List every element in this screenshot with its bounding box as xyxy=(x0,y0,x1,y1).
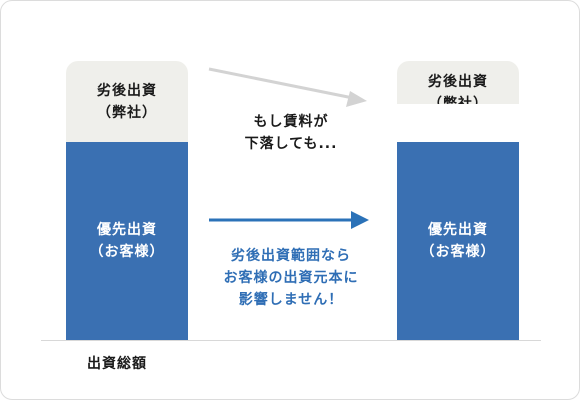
principal-protection-note: 劣後出資範囲なら お客様の出資元本に 影響しません！ xyxy=(191,245,391,311)
principal-protection-note-line1: 劣後出資範囲なら xyxy=(231,248,351,264)
left-senior-label: 優先出資 （お客様） xyxy=(90,219,165,263)
right-investment-bar: 劣後出資 （弊社） 優先出資 （お客様） xyxy=(397,61,519,340)
left-subordinated-label-line2: （弊社） xyxy=(97,104,157,121)
baseline-divider xyxy=(41,340,541,341)
right-senior-label: 優先出資 （お客様） xyxy=(421,219,496,263)
left-senior-label-line2: （お客様） xyxy=(89,244,165,260)
right-senior-segment: 優先出資 （お客様） xyxy=(397,142,519,340)
right-subordinated-label-line1: 劣後出資 xyxy=(428,73,488,90)
gray-arrow-icon xyxy=(208,67,367,107)
left-investment-bar: 劣後出資 （弊社） 優先出資 （お客様） xyxy=(66,61,188,340)
principal-protection-note-line2: お客様の出資元本に xyxy=(223,270,359,286)
left-subordinated-segment: 劣後出資 （弊社） xyxy=(66,61,188,142)
rent-decline-note-line2: 下落しても... xyxy=(244,136,338,152)
rent-decline-note-line1: もし賃料が xyxy=(253,114,329,130)
right-loss-gap-segment xyxy=(397,104,519,142)
rent-decline-note: もし賃料が 下落しても... xyxy=(231,111,351,155)
principal-protection-note-line3: 影響しません！ xyxy=(238,292,344,308)
left-subordinated-label: 劣後出資 （弊社） xyxy=(97,80,157,124)
right-senior-label-line1: 優先出資 xyxy=(428,222,488,238)
blue-arrow-icon xyxy=(209,211,369,229)
total-investment-caption: 出資総額 xyxy=(87,356,147,372)
left-senior-label-line1: 優先出資 xyxy=(97,222,157,238)
left-subordinated-label-line1: 劣後出資 xyxy=(97,82,157,99)
left-senior-segment: 優先出資 （お客様） xyxy=(66,142,188,340)
right-senior-label-line2: （お客様） xyxy=(420,244,496,260)
